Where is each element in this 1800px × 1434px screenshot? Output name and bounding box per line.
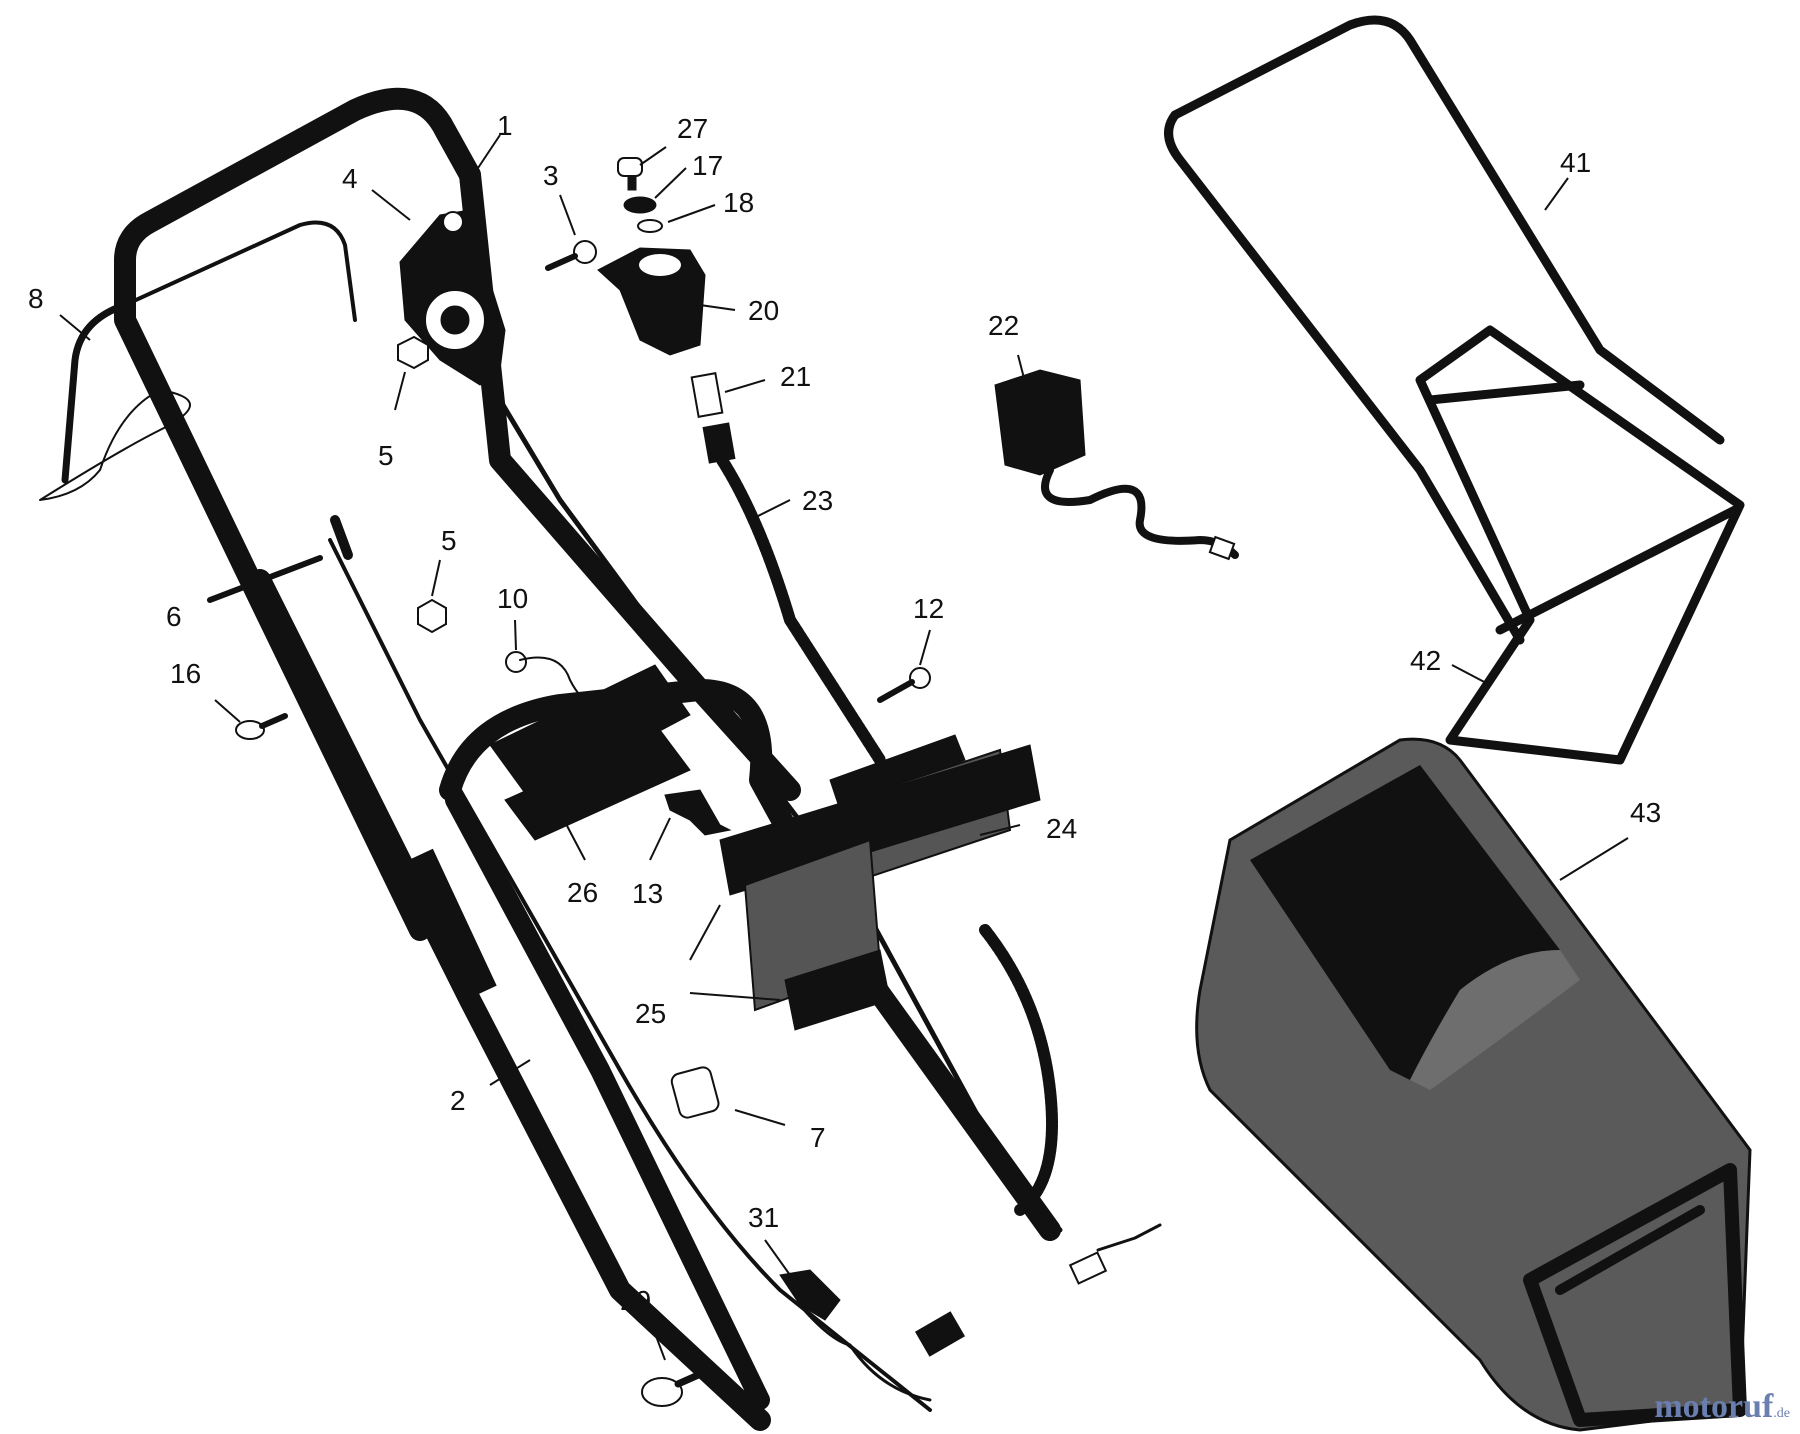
callout-23: 23 [802,485,833,516]
callout-13: 13 [632,878,663,909]
bag-frame [1164,15,1725,645]
callout-27: 27 [677,113,708,144]
bag-bottom-frame [1415,325,1745,765]
callout-31: 31 [748,1202,779,1233]
callout-8: 8 [28,283,44,314]
callout-1: 1 [497,110,513,141]
screw-3 [545,240,597,271]
callout-21: 21 [780,361,811,392]
callout-12: 12 [913,593,944,624]
knob [664,789,732,836]
callout-24: 24 [1046,813,1077,844]
callout-7: 7 [810,1122,826,1153]
nut-top [397,335,429,370]
callout-5b: 5 [441,525,457,556]
callout-6: 6 [166,601,182,632]
key [617,157,643,191]
bail-lever [39,220,357,501]
grass-bag [1195,737,1752,1432]
callout-2: 2 [450,1085,466,1116]
callout-3: 3 [543,160,559,191]
cable-plug [670,1066,720,1119]
callout-17: 17 [692,150,723,181]
callout-18: 18 [723,187,754,218]
callout-20: 20 [748,295,779,326]
callout-16: 16 [170,658,201,689]
battery-cover [489,664,691,801]
callout-22: 22 [988,310,1019,341]
switch-box [399,209,506,386]
watermark-text: motoruf [1654,1388,1774,1425]
switch-cap [623,196,657,214]
key-switch-housing [597,247,706,356]
callout-25: 25 [635,998,666,1029]
cable-lever [779,1269,932,1402]
nut-mid [417,598,447,634]
battery-pack [719,734,1041,1031]
leader-lines [59,134,1629,1361]
watermark-suffix: .de [1773,1406,1790,1421]
coiled-cord [716,454,886,766]
screw-29 [641,1368,709,1407]
watermark-logo: motoruf.de [1654,1388,1790,1426]
callout-4: 4 [342,163,358,194]
callout-26: 26 [567,877,598,908]
callout-41: 41 [1560,147,1591,178]
callout-5a: 5 [378,440,394,471]
cable-clip [207,555,323,603]
callout-labels: 1 2 3 4 5 5 6 7 8 10 12 13 16 17 18 20 2… [28,110,1661,1316]
washer [637,219,663,233]
bolt-12 [877,667,931,703]
battery-charger [994,369,1239,561]
eye-bolt [235,713,288,740]
callout-42: 42 [1410,645,1441,676]
callout-10: 10 [497,583,528,614]
callout-29: 29 [620,1285,651,1316]
connector-21 [690,372,724,418]
callout-43: 43 [1630,797,1661,828]
